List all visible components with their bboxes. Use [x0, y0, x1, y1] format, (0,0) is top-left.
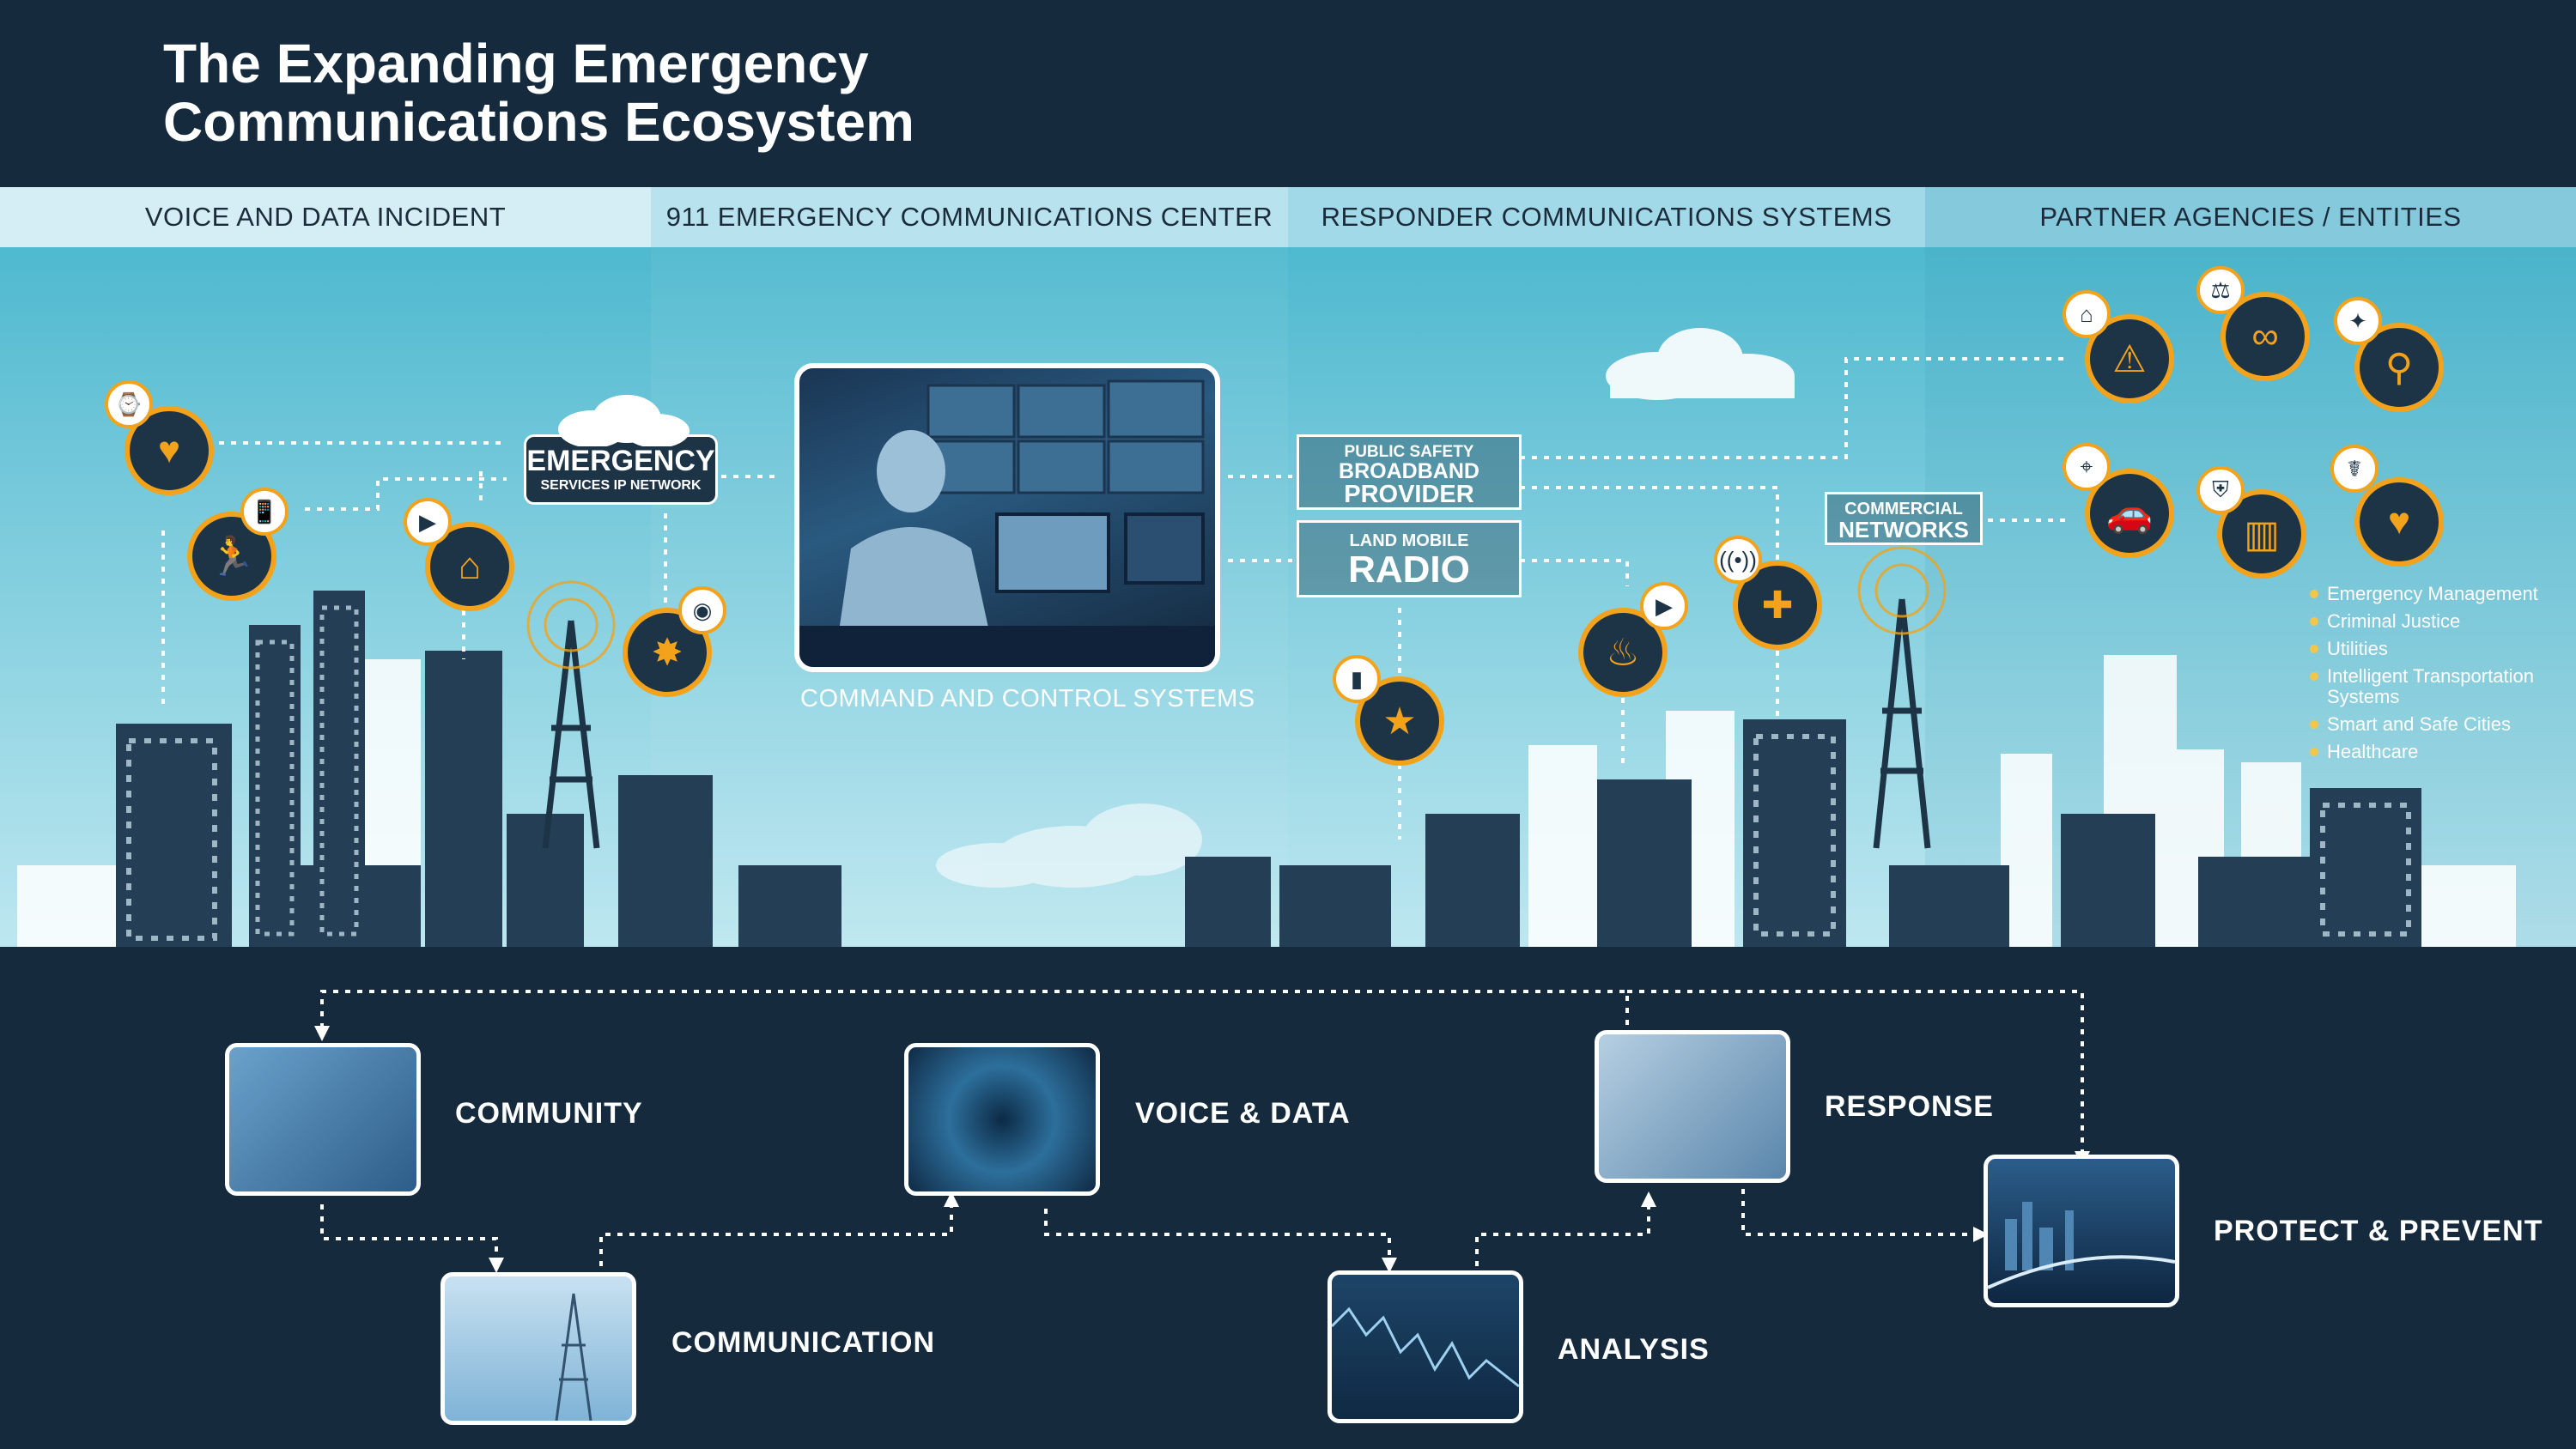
- partner-list-item: Utilities: [2308, 639, 2566, 659]
- city-backdrop: [0, 247, 2576, 947]
- section-bands: VOICE AND DATA INCIDENT 911 EMERGENCY CO…: [0, 187, 2576, 247]
- camera-icon: ◉: [678, 586, 726, 634]
- community-image: [225, 1043, 421, 1196]
- flow-lines: [161, 357, 2065, 840]
- commercial-line-1: COMMERCIAL: [1844, 500, 1963, 518]
- band-label: VOICE AND DATA INCIDENT: [144, 202, 507, 232]
- partner-list-item: Intelligent Transportation Systems: [2308, 666, 2566, 707]
- commercial-networks: COMMERCIAL NETWORKS: [1825, 492, 1983, 545]
- cloud-center: [936, 803, 1202, 888]
- commercial-line-2: NETWORKS: [1838, 517, 1969, 543]
- band-voice-data-incident: VOICE AND DATA INCIDENT: [0, 187, 651, 247]
- band-partner-agencies: PARTNER AGENCIES / ENTITIES: [1925, 187, 2576, 247]
- smartwatch-icon: ⌚: [105, 380, 153, 428]
- public-safety-broadband-provider: PUBLIC SAFETY BROADBAND PROVIDER: [1297, 434, 1522, 510]
- cloud-icon: [550, 395, 696, 446]
- broadband-line-3: PROVIDER: [1344, 481, 1474, 508]
- smartphone-icon: 📱: [240, 488, 289, 536]
- stage-response: RESPONSE: [1825, 1090, 1994, 1123]
- location-pin-icon: ⌖: [2063, 443, 2111, 491]
- water-tap-icon: ⚲: [2354, 323, 2444, 412]
- response-image: [1595, 1030, 1790, 1183]
- partner-list-item: Criminal Justice: [2308, 611, 2566, 632]
- title-line-2: Communications Ecosystem: [163, 91, 914, 153]
- handheld-radio-icon: ▮: [1333, 655, 1381, 703]
- antenna-icon: ((•)): [1714, 536, 1762, 584]
- land-mobile-radio: LAND MOBILE RADIO: [1297, 520, 1522, 597]
- radio-tower-left: [542, 620, 600, 849]
- gavel-icon: ⚖: [2196, 266, 2245, 314]
- stage-protect-prevent: PROTECT & PREVENT: [2214, 1215, 2543, 1247]
- health-heart-icon: ♥: [2354, 477, 2444, 567]
- shield-icon: ⛨: [2196, 466, 2245, 514]
- city-scene: ♥ ⌚ 🏃 📱 ⌂ ▶ ✸ ◉ EMERGENCY SERVICES IP NE…: [0, 247, 2576, 947]
- band-911-center: 911 EMERGENCY COMMUNICATIONS CENTER: [651, 187, 1288, 247]
- police-badge-icon: ★: [1355, 676, 1444, 766]
- page-title: The Expanding Emergency Communications E…: [163, 34, 1022, 151]
- lmr-line-1: LAND MOBILE: [1349, 531, 1469, 550]
- process-flow-lines: [314, 990, 2090, 1273]
- title-line-1: The Expanding Emergency: [163, 33, 869, 94]
- fallen-person-icon: 🏃: [187, 512, 276, 601]
- ecs-label: EMERGENCY: [526, 445, 715, 477]
- emergency-services-ip-network: EMERGENCY SERVICES IP NETWORK: [524, 434, 718, 505]
- command-control-caption: COMMAND AND CONTROL SYSTEMS: [800, 685, 1255, 712]
- stage-communication: COMMUNICATION: [671, 1326, 935, 1359]
- broadband-line-2: BROADBAND: [1339, 459, 1479, 483]
- video-icon-2: ▶: [1640, 582, 1688, 630]
- partner-agency-list: Emergency Management Criminal Justice Ut…: [2308, 584, 2566, 769]
- caduceus-icon: ☤: [2330, 445, 2379, 493]
- lmr-line-2: RADIO: [1348, 549, 1470, 591]
- band-responder-systems: RESPONDER COMMUNICATIONS SYSTEMS: [1288, 187, 1925, 247]
- stage-voice-data: VOICE & DATA: [1135, 1097, 1351, 1130]
- lightbulb-icon: ✦: [2334, 297, 2382, 345]
- command-control-photo: [794, 363, 1220, 672]
- stage-community: COMMUNITY: [455, 1097, 643, 1130]
- ecs-sublabel: SERVICES IP NETWORK: [540, 478, 702, 493]
- partner-list-item: Smart and Safe Cities: [2308, 714, 2566, 735]
- home-icon: ⌂: [2063, 290, 2111, 338]
- video-icon: ▶: [404, 498, 452, 546]
- stage-analysis: ANALYSIS: [1558, 1333, 1710, 1366]
- cloud-right: [1606, 328, 1795, 400]
- partner-list-item: Healthcare: [2308, 742, 2566, 762]
- partner-list-item: Emergency Management: [2308, 584, 2566, 604]
- band-label: RESPONDER COMMUNICATIONS SYSTEMS: [1321, 202, 1893, 232]
- communication-image: [440, 1272, 636, 1425]
- broadband-line-1: PUBLIC SAFETY: [1344, 443, 1474, 461]
- protect-prevent-image: [1984, 1155, 2179, 1307]
- voice-data-image: [904, 1043, 1100, 1196]
- band-label: 911 EMERGENCY COMMUNICATIONS CENTER: [665, 202, 1273, 232]
- analysis-image: [1327, 1270, 1523, 1423]
- band-label: PARTNER AGENCIES / ENTITIES: [2039, 202, 2462, 232]
- radio-tower-right: [1873, 598, 1931, 849]
